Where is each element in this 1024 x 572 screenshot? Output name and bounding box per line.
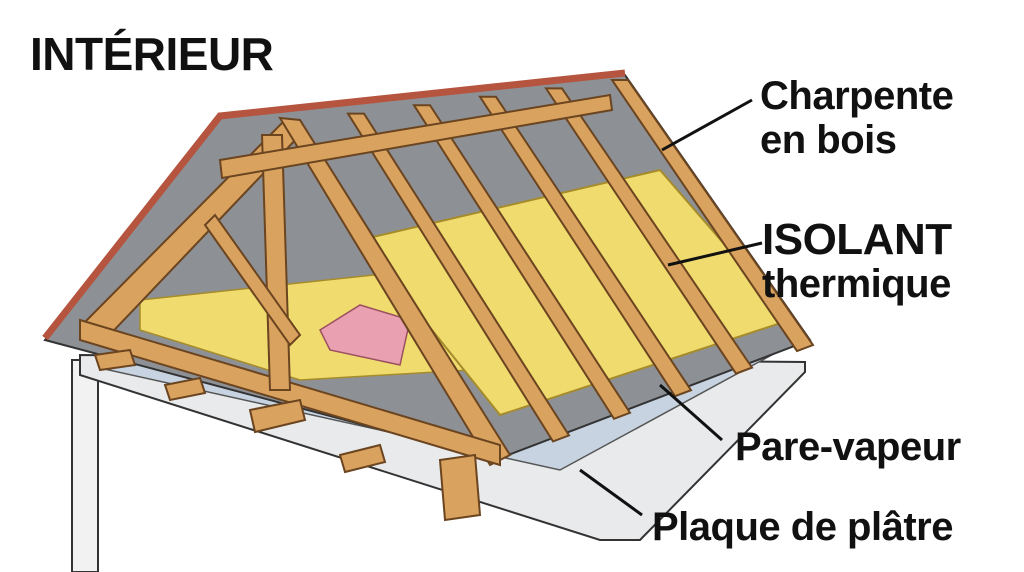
wall — [71, 359, 99, 572]
rafter — [610, 79, 815, 353]
label-isolant: ISOLANT thermique — [762, 215, 952, 307]
front-truss — [79, 93, 614, 522]
pink-insulation — [319, 304, 411, 366]
title: INTÉRIEUR — [30, 28, 274, 80]
label-pare-vapeur: Pare-vapeur — [735, 425, 961, 469]
leader-lines — [579, 98, 763, 517]
rafters — [346, 79, 815, 443]
rafter — [544, 87, 754, 375]
label-plaque: Plaque de plâtre — [652, 505, 953, 549]
roof-tiles — [42, 69, 626, 341]
label-charpente: Charpente en bois — [760, 74, 954, 162]
rafter — [346, 112, 571, 443]
ceiling-joists — [93, 348, 387, 474]
rafter — [412, 104, 632, 421]
rafter — [478, 95, 693, 398]
